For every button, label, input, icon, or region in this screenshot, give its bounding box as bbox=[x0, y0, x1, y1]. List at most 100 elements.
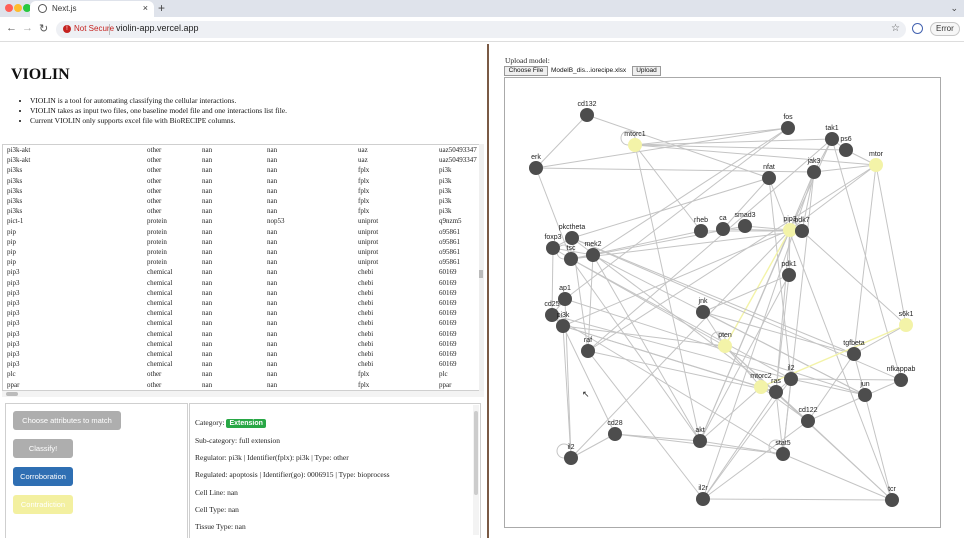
window-zoom-icon[interactable] bbox=[23, 4, 31, 12]
graph-node-circle[interactable] bbox=[839, 143, 853, 157]
graph-node-il2r[interactable]: il2r bbox=[696, 485, 710, 506]
graph-node-il2[interactable]: il2 bbox=[784, 365, 798, 386]
graph-node-pten[interactable]: pten bbox=[718, 332, 732, 353]
graph-node-circle[interactable] bbox=[807, 165, 821, 179]
choose-file-button[interactable]: Choose File bbox=[504, 66, 548, 76]
classify-button[interactable]: Classify! bbox=[13, 439, 73, 458]
graph-node-circle[interactable] bbox=[581, 344, 595, 358]
graph-node-erk[interactable]: erk bbox=[529, 154, 543, 175]
back-arrow-icon[interactable]: ← bbox=[6, 22, 17, 34]
graph-node-circle[interactable] bbox=[782, 268, 796, 282]
graph-node-pi3k[interactable]: pi3k bbox=[556, 312, 570, 333]
graph-node-ps6[interactable]: ps6 bbox=[839, 136, 853, 157]
graph-node-circle[interactable] bbox=[718, 339, 732, 353]
browser-tab[interactable]: Next.js × bbox=[30, 1, 154, 17]
graph-node-circle[interactable] bbox=[546, 241, 560, 255]
graph-node-circle[interactable] bbox=[608, 427, 622, 441]
graph-node-mtorc2[interactable]: mtorc2 bbox=[750, 373, 772, 394]
graph-node-nfat[interactable]: nfat bbox=[762, 164, 776, 185]
pane-divider[interactable] bbox=[487, 44, 489, 538]
graph-node-tsc[interactable]: tsc bbox=[564, 245, 578, 266]
graph-node-cd28[interactable]: cd28 bbox=[607, 420, 623, 441]
graph-node-mek2[interactable]: mek2 bbox=[584, 241, 602, 262]
graph-node-pip3[interactable]: pip3 bbox=[783, 216, 797, 237]
graph-node-s6k1[interactable]: s6k1 bbox=[899, 311, 914, 332]
window-close-icon[interactable] bbox=[5, 4, 13, 12]
graph-node-pdk1[interactable]: pdk1 bbox=[781, 261, 797, 282]
graph-node-circle[interactable] bbox=[565, 231, 579, 245]
graph-node-circle[interactable] bbox=[869, 158, 883, 172]
graph-node-tak1[interactable]: tak1 bbox=[825, 125, 839, 146]
reload-icon[interactable]: ↻ bbox=[39, 23, 49, 35]
new-tab-icon[interactable]: + bbox=[158, 1, 166, 15]
graph-node-jun[interactable]: jun bbox=[858, 381, 872, 402]
graph-node-circle[interactable] bbox=[781, 121, 795, 135]
graph-node-circle[interactable] bbox=[586, 248, 600, 262]
security-status[interactable]: Not Secure bbox=[74, 24, 115, 33]
graph-node-circle[interactable] bbox=[564, 451, 578, 465]
graph-node-cd122[interactable]: cd122 bbox=[798, 407, 818, 428]
graph-node-circle[interactable] bbox=[894, 373, 908, 387]
graph-node-akt[interactable]: akt bbox=[693, 427, 707, 448]
graph-node-circle[interactable] bbox=[628, 138, 642, 152]
graph-node-circle[interactable] bbox=[858, 388, 872, 402]
choose-attributes-button[interactable]: Choose attributes to match bbox=[13, 411, 121, 430]
graph-node-il2_b[interactable]: il2 bbox=[564, 444, 578, 465]
graph-node-raf[interactable]: raf bbox=[581, 337, 595, 358]
graph-node-mtor[interactable]: mtor bbox=[869, 151, 884, 172]
table-horizontal-scrollbar[interactable] bbox=[2, 391, 484, 397]
profile-icon[interactable] bbox=[912, 23, 923, 34]
graph-node-stat5[interactable]: stat5 bbox=[775, 440, 791, 461]
table-vertical-scrollbar[interactable] bbox=[479, 144, 484, 391]
graph-node-circle[interactable] bbox=[558, 292, 572, 306]
graph-node-nfkappab[interactable]: nfkappab bbox=[887, 366, 916, 387]
graph-node-circle[interactable] bbox=[696, 492, 710, 506]
graph-node-circle[interactable] bbox=[754, 380, 768, 394]
corroboration-button[interactable]: Corroboration bbox=[13, 467, 73, 486]
graph-node-circle[interactable] bbox=[885, 493, 899, 507]
graph-node-circle[interactable] bbox=[716, 222, 730, 236]
graph-node-circle[interactable] bbox=[694, 224, 708, 238]
graph-node-jnk[interactable]: jnk bbox=[696, 298, 710, 319]
graph-node-circle[interactable] bbox=[769, 385, 783, 399]
graph-node-fos[interactable]: fos bbox=[781, 114, 795, 135]
graph-node-cd25[interactable]: cd25 bbox=[544, 301, 560, 322]
window-minimize-icon[interactable] bbox=[14, 4, 22, 12]
upload-button[interactable]: Upload bbox=[632, 66, 661, 76]
details-scrollbar[interactable] bbox=[473, 405, 479, 535]
forward-arrow-icon[interactable]: → bbox=[22, 22, 33, 34]
graph-node-smad3[interactable]: smad3 bbox=[734, 212, 756, 233]
error-button[interactable]: Error bbox=[930, 22, 960, 36]
graph-node-mtorc1[interactable]: mtorc1 bbox=[624, 131, 646, 152]
graph-node-circle[interactable] bbox=[564, 252, 578, 266]
graph-node-circle[interactable] bbox=[696, 305, 710, 319]
bookmark-star-icon[interactable]: ☆ bbox=[891, 23, 900, 34]
graph-node-tgfbeta[interactable]: tgfbeta bbox=[843, 340, 865, 361]
graph-node-circle[interactable] bbox=[847, 347, 861, 361]
graph-node-circle[interactable] bbox=[693, 434, 707, 448]
graph-node-ras[interactable]: ras bbox=[769, 378, 783, 399]
graph-node-pdk7[interactable]: pdk7 bbox=[794, 217, 810, 238]
contradiction-button[interactable]: Contradiction bbox=[13, 495, 73, 514]
